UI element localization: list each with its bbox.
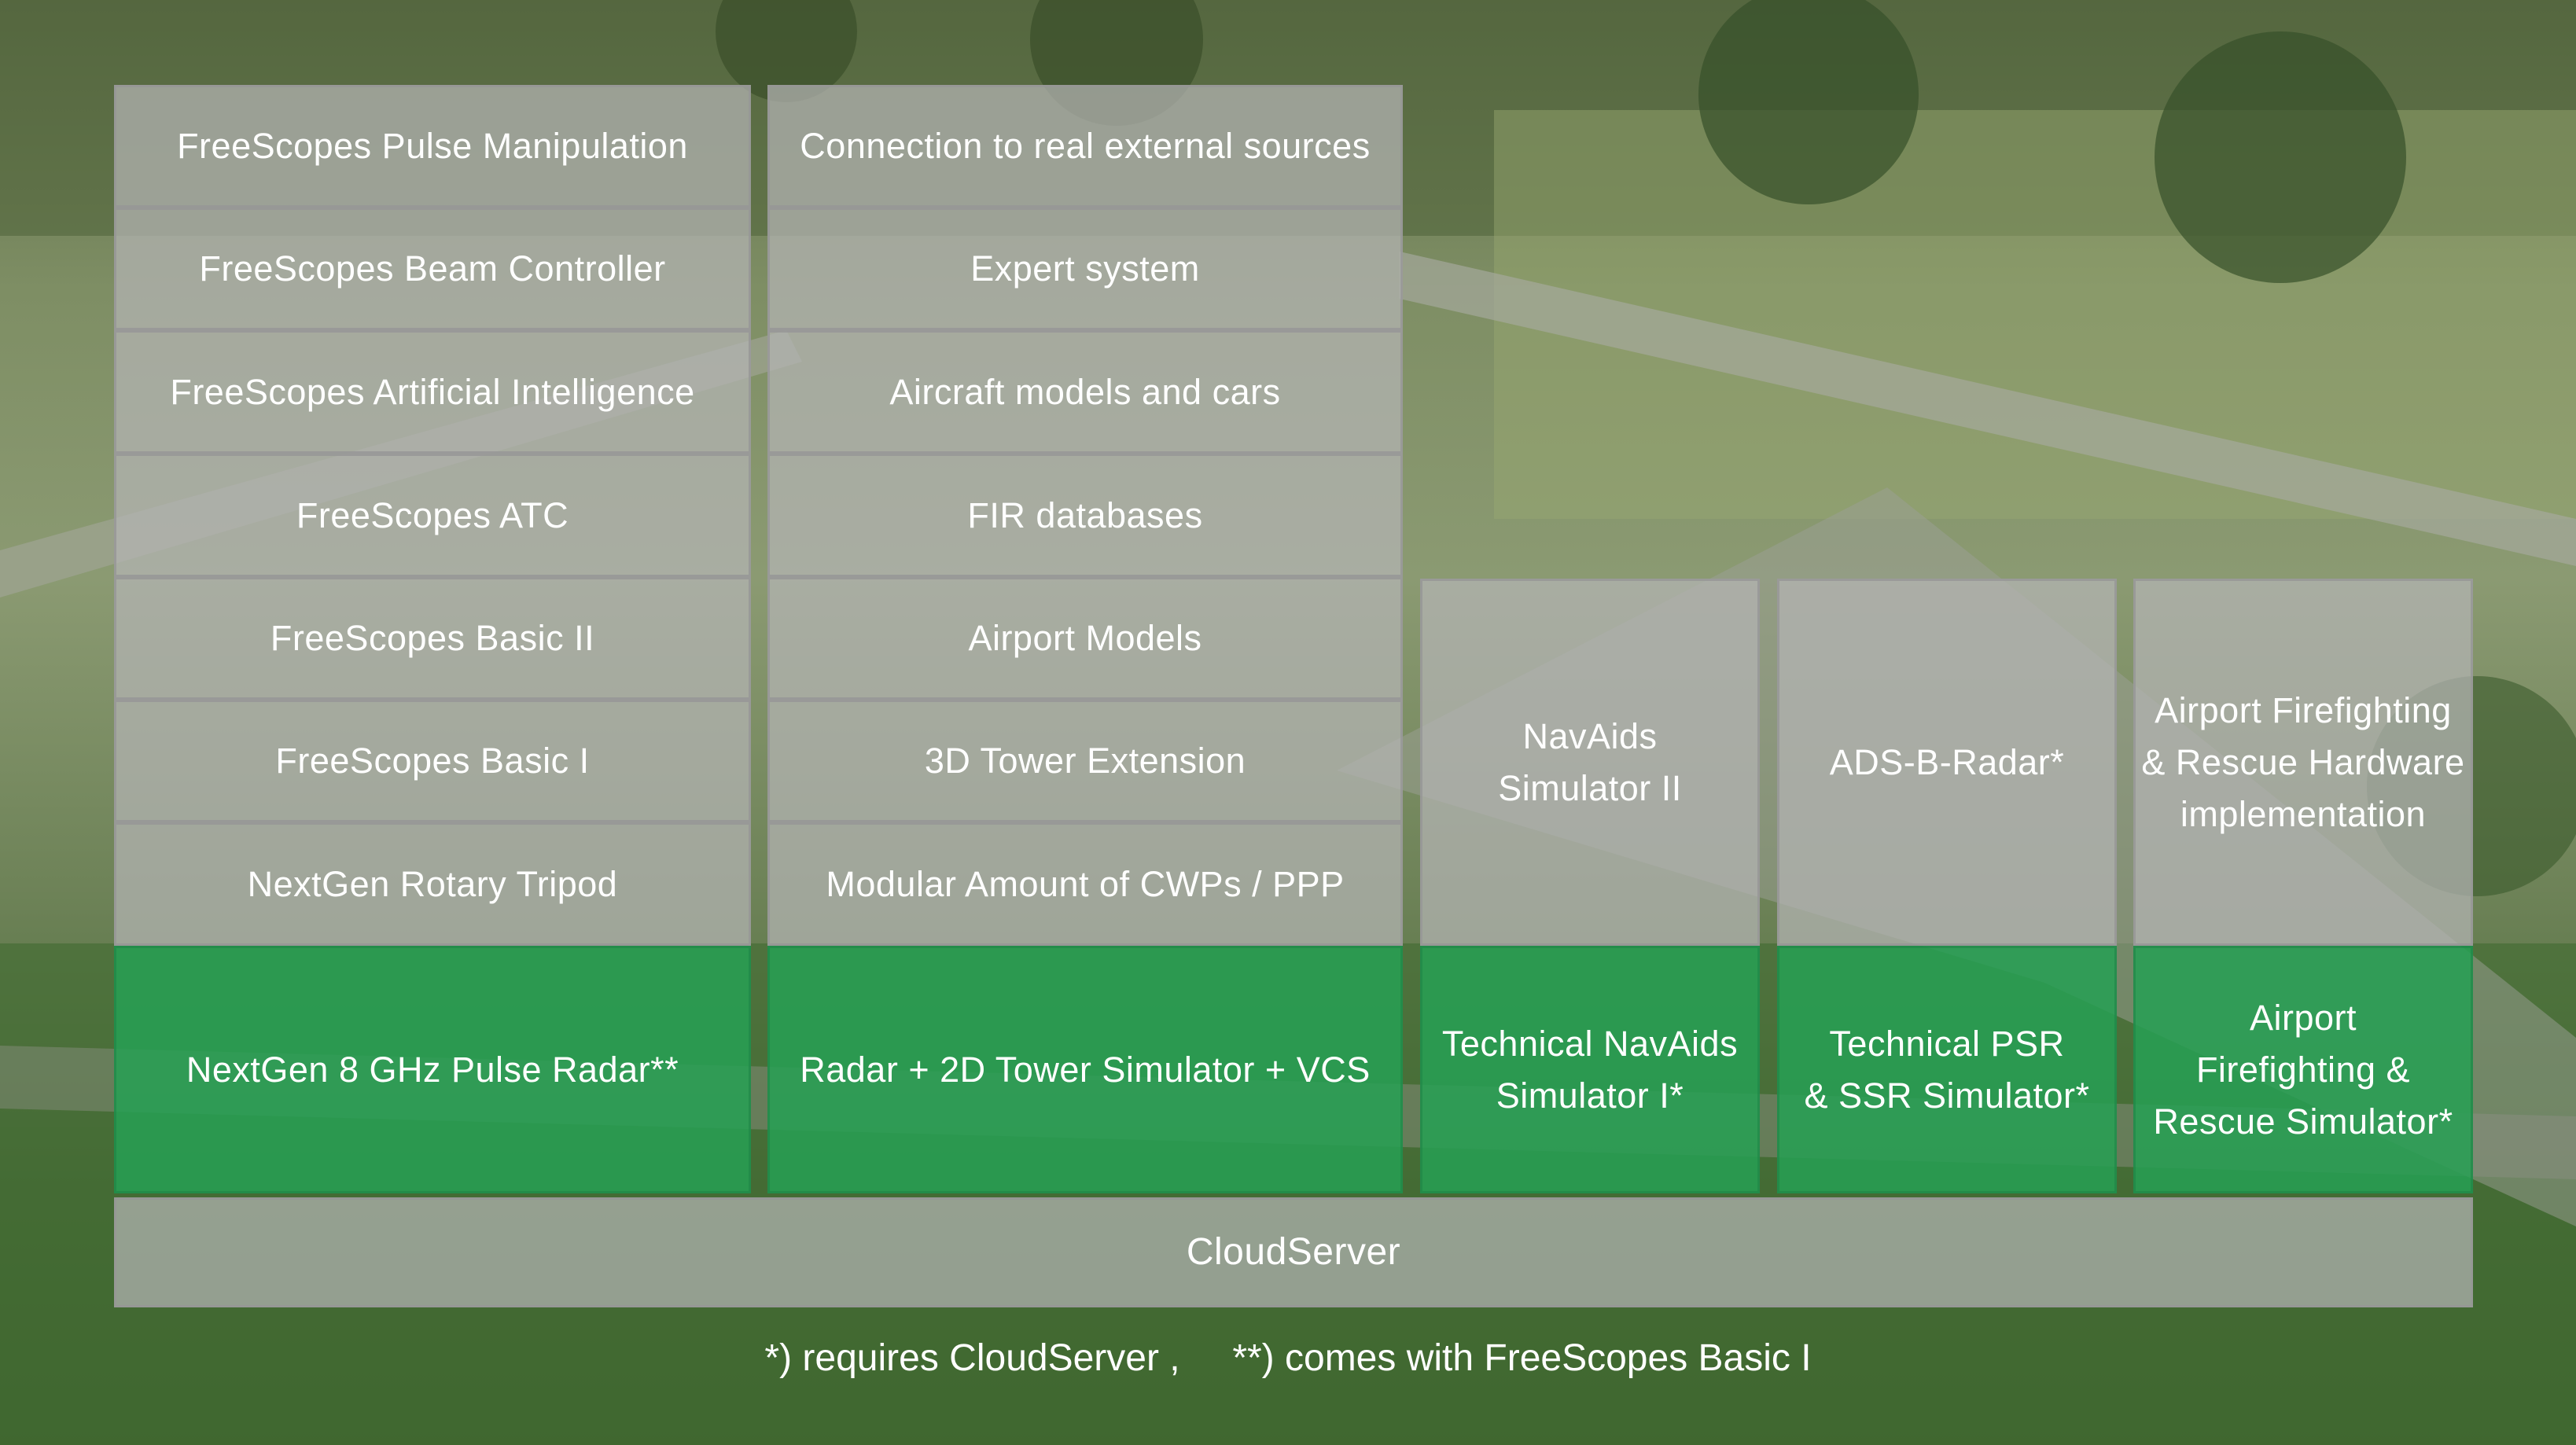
- footnote: *) requires CloudServer , **) comes with…: [764, 1337, 1812, 1379]
- module-ads-b-radar: ADS-B-Radar*: [1777, 579, 2117, 946]
- module-fir-databases: FIR databases: [767, 454, 1403, 577]
- module-freescopes-basic-ii: FreeScopes Basic II: [114, 577, 751, 700]
- foundation-cloudserver: CloudServer: [114, 1197, 2473, 1307]
- base-nextgen-pulse-radar: NextGen 8 GHz Pulse Radar**: [114, 946, 751, 1193]
- module-expert-system: Expert system: [767, 208, 1403, 330]
- module-freescopes-artificial-intelligence: FreeScopes Artificial Intelligence: [114, 330, 751, 454]
- module-airport-models: Airport Models: [767, 577, 1403, 700]
- base-technical-navaids-simulator: Technical NavAids Simulator I*: [1420, 946, 1760, 1193]
- base-radar-2d-tower-vcs: Radar + 2D Tower Simulator + VCS: [767, 946, 1403, 1193]
- module-freescopes-beam-controller: FreeScopes Beam Controller: [114, 208, 751, 330]
- module-freescopes-atc: FreeScopes ATC: [114, 454, 751, 577]
- module-aircraft-models-and-cars: Aircraft models and cars: [767, 330, 1403, 454]
- base-firefighting-rescue-simulator: Airport Firefighting & Rescue Simulator*: [2133, 946, 2473, 1193]
- module-freescopes-pulse-manipulation: FreeScopes Pulse Manipulation: [114, 85, 751, 208]
- module-connection-external-sources: Connection to real external sources: [767, 85, 1403, 208]
- module-3d-tower-extension: 3D Tower Extension: [767, 700, 1403, 822]
- base-technical-psr-ssr-simulator: Technical PSR & SSR Simulator*: [1777, 946, 2117, 1193]
- module-navaids-simulator-ii: NavAids Simulator II: [1420, 579, 1760, 946]
- module-freescopes-basic-i: FreeScopes Basic I: [114, 700, 751, 822]
- module-firefighting-hardware: Airport Firefighting & Rescue Hardware i…: [2133, 579, 2473, 946]
- module-nextgen-rotary-tripod: NextGen Rotary Tripod: [114, 822, 751, 946]
- module-modular-cwps-ppp: Modular Amount of CWPs / PPP: [767, 822, 1403, 946]
